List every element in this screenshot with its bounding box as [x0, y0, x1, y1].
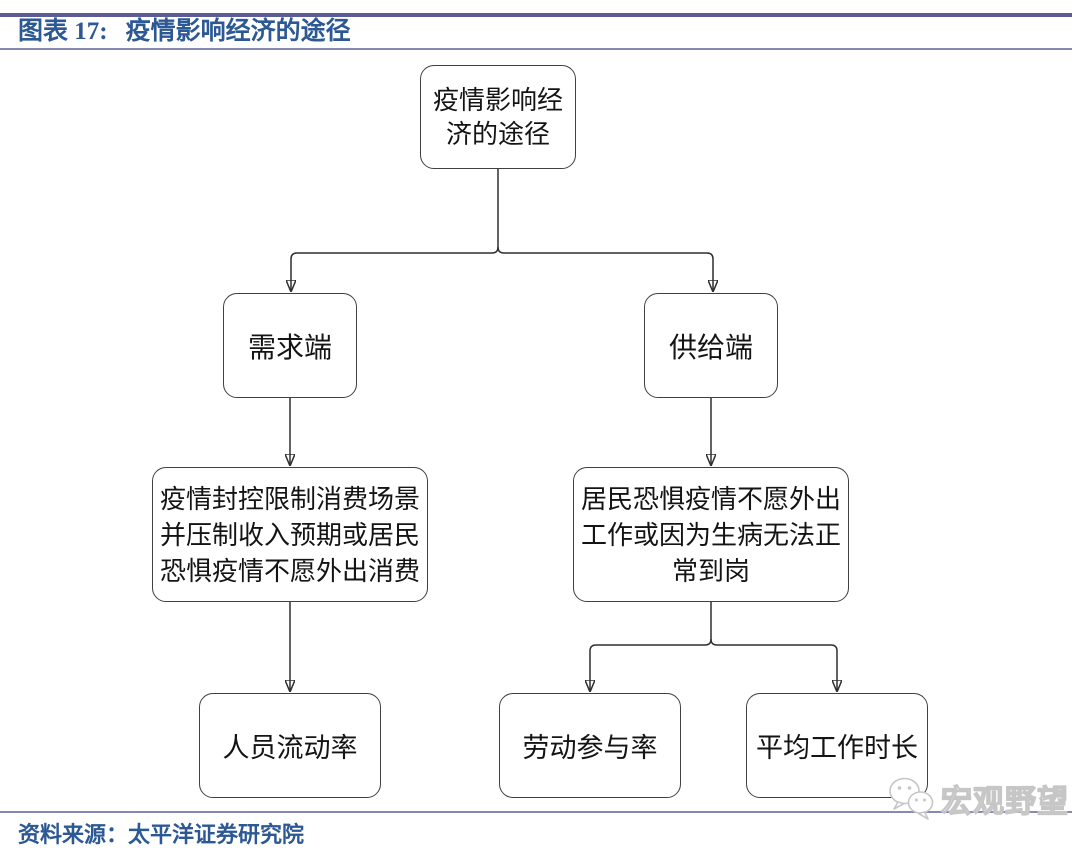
edge-detail-participation — [590, 638, 712, 691]
node-hours-label: 平均工作时长 — [756, 733, 918, 763]
watermark-text: 宏观野望 — [940, 783, 1069, 819]
node-mobility-label: 人员流动率 — [222, 733, 358, 763]
node-labor-participation: 劳动参与率 — [499, 693, 681, 798]
node-demand-label: 需求端 — [247, 331, 332, 363]
figure-label: 图表 17: — [18, 18, 108, 45]
node-supply-detail-label: 居民恐惧疫情不愿外出 工作或因为生病无法正 常到岗 — [580, 483, 841, 586]
figure-title: 图表 17: 疫情影响经济的途径 — [18, 17, 351, 47]
source-line: 资料来源：太平洋证券研究院 — [18, 822, 305, 847]
node-personnel-mobility: 人员流动率 — [199, 693, 381, 798]
node-average-working-hours: 平均工作时长 — [746, 693, 928, 798]
figure-title-text: 疫情影响经济的途径 — [125, 18, 351, 45]
wechat-icon — [889, 777, 934, 820]
node-root-label: 疫情影响经 济的途径 — [432, 85, 563, 149]
watermark: 宏观野望 — [888, 776, 1069, 821]
node-participation-label: 劳动参与率 — [522, 733, 658, 763]
header-rule-thick — [0, 13, 1072, 17]
edge-detail-hours — [710, 638, 837, 691]
header-rule-thin — [0, 48, 1072, 50]
node-supply-side: 供给端 — [644, 293, 778, 398]
node-supply-label: 供给端 — [668, 331, 753, 363]
node-root: 疫情影响经 济的途径 — [420, 65, 576, 169]
node-demand-detail-label: 疫情封控限制消费场景 并压制收入预期或居民 恐惧疫情不愿外出消费 — [159, 483, 420, 586]
edge-root-demand — [291, 246, 499, 291]
node-demand-side: 需求端 — [223, 293, 357, 398]
footer-rule — [0, 811, 1072, 813]
node-supply-detail: 居民恐惧疫情不愿外出 工作或因为生病无法正 常到岗 — [573, 467, 849, 602]
edge-root-supply — [497, 246, 713, 291]
node-demand-detail: 疫情封控限制消费场景 并压制收入预期或居民 恐惧疫情不愿外出消费 — [152, 467, 428, 602]
